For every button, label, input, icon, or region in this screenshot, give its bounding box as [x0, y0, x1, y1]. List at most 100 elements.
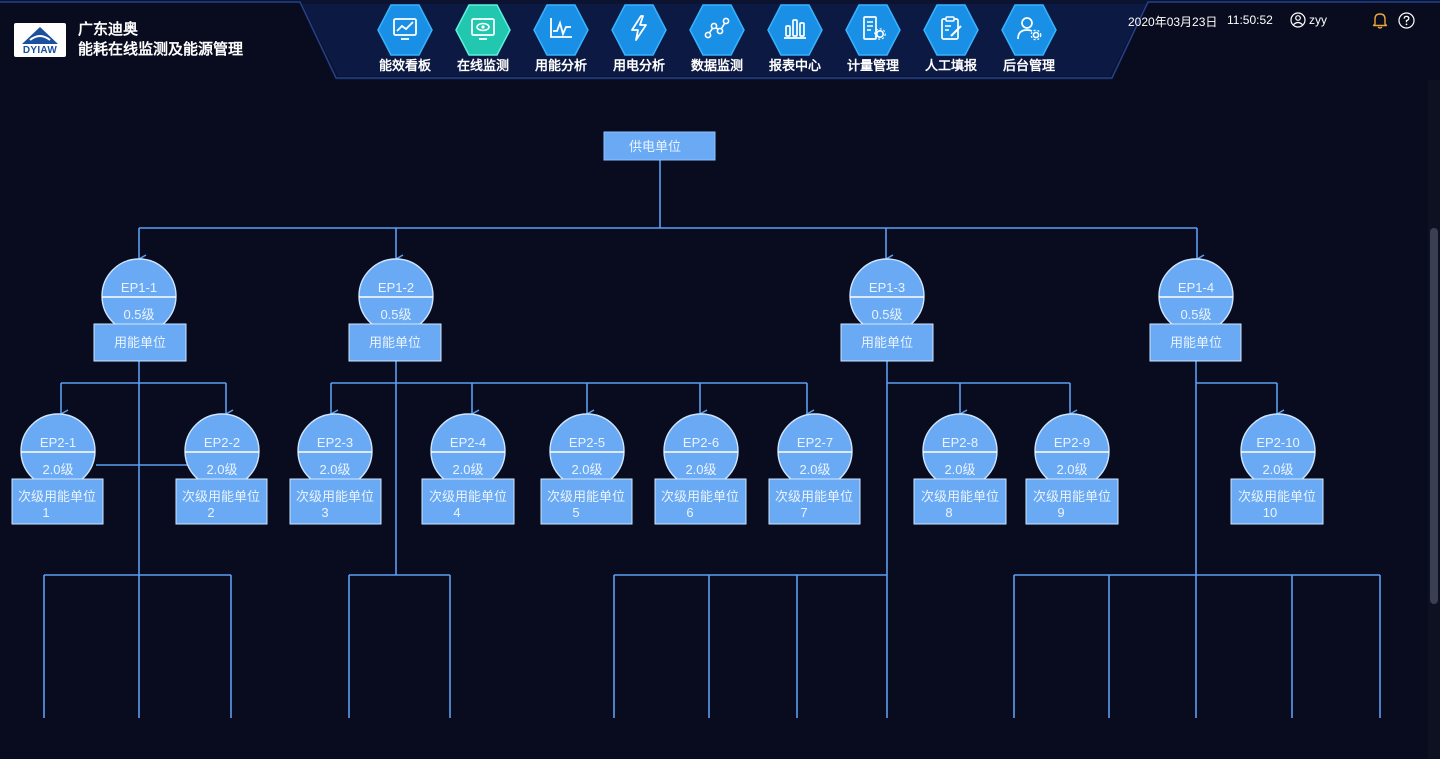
- unit-number: 5: [572, 505, 579, 520]
- nav-hexagon: [377, 4, 433, 56]
- meter-grade: 2.0级: [452, 462, 483, 477]
- meter-id: EP2-9: [1054, 435, 1090, 450]
- meter-grade: 2.0级: [319, 462, 350, 477]
- nav-label: 报表中心: [768, 58, 821, 73]
- meter-grade: 2.0级: [206, 462, 237, 477]
- username[interactable]: zyy: [1309, 13, 1327, 27]
- scatter-line-icon: [704, 17, 730, 39]
- meter-grade: 0.5级: [871, 307, 902, 322]
- bar-chart-icon: [784, 19, 806, 39]
- meter-id: EP2-10: [1256, 435, 1299, 450]
- root-label: 供电单位: [629, 139, 681, 154]
- meter-node-level1[interactable]: EP1-2 0.5级 用能单位: [348, 258, 442, 362]
- unit-label: 次级用能单位: [661, 489, 739, 504]
- meter-node-level2[interactable]: EP2-8 2.0级 次级用能单位 8: [913, 413, 1007, 525]
- meter-id: EP1-4: [1178, 280, 1214, 295]
- meter-grade: 0.5级: [380, 307, 411, 322]
- unit-label: 次级用能单位: [547, 489, 625, 504]
- unit-label: 次级用能单位: [429, 489, 507, 504]
- unit-label: 用能单位: [1170, 335, 1222, 350]
- meter-id: EP2-2: [204, 435, 240, 450]
- unit-number: 7: [800, 505, 807, 520]
- monitor-eye-icon: [471, 18, 495, 40]
- meter-gear-icon: [863, 16, 886, 40]
- top-header: DYIAW 广东迪奥 能耗在线监测及能源管理 能效看板 在线监测 用能分析 用电…: [0, 0, 1440, 80]
- brand-line-2: 能耗在线监测及能源管理: [78, 41, 244, 58]
- meter-node-level2[interactable]: EP2-6 2.0级 次级用能单位 6: [654, 413, 747, 525]
- meter-node-level1[interactable]: EP1-1 0.5级 用能单位: [93, 258, 187, 362]
- nav-hexagon: [611, 4, 667, 56]
- unit-number: 1: [42, 505, 49, 520]
- nav-label: 用电分析: [612, 58, 665, 73]
- unit-label: 次级用能单位: [182, 489, 260, 504]
- unit-label: 用能单位: [861, 335, 913, 350]
- unit-number: 3: [321, 505, 328, 520]
- meter-grade: 2.0级: [42, 462, 73, 477]
- meter-grade: 0.5级: [1180, 307, 1211, 322]
- nav-item-admin-management[interactable]: 后台管理: [990, 2, 1068, 76]
- unit-label: 次级用能单位: [296, 489, 374, 504]
- company-logo: DYIAW: [14, 23, 66, 57]
- scrollbar-thumb[interactable]: [1430, 228, 1438, 604]
- user-gear-icon: [1017, 17, 1042, 41]
- nav-label: 后台管理: [1002, 58, 1055, 73]
- root-node[interactable]: 供电单位: [603, 131, 716, 161]
- user-icon[interactable]: [1290, 12, 1306, 28]
- lightning-icon: [631, 15, 647, 41]
- meter-node-level2[interactable]: EP2-10 2.0级 次级用能单位 10: [1230, 413, 1324, 525]
- meter-node-level1[interactable]: EP1-3 0.5级 用能单位: [840, 258, 934, 362]
- meter-node-level2[interactable]: EP2-5 2.0级 次级用能单位 5: [540, 413, 633, 525]
- meter-node-level2[interactable]: EP2-9 2.0级 次级用能单位 9: [1025, 413, 1119, 525]
- meter-node-level2[interactable]: EP2-7 2.0级 次级用能单位 7: [768, 413, 861, 525]
- meter-grade: 2.0级: [685, 462, 716, 477]
- unit-label: 次级用能单位: [775, 489, 853, 504]
- meter-id: EP2-6: [683, 435, 719, 450]
- pulse-chart-icon: [550, 18, 572, 38]
- brand-line-1: 广东迪奥: [78, 21, 139, 38]
- unit-label: 次级用能单位: [1033, 489, 1111, 504]
- meter-node-level2[interactable]: EP2-3 2.0级 次级用能单位 3: [289, 413, 382, 525]
- connector-lines: [43, 160, 1381, 718]
- meter-id: EP2-1: [40, 435, 76, 450]
- unit-number: 6: [686, 505, 693, 520]
- brand-title: 广东迪奥 能耗在线监测及能源管理: [78, 20, 243, 60]
- meter-node-level2[interactable]: EP2-1 2.0级 次级用能单位 1: [11, 413, 104, 525]
- nav-hexagon: [923, 4, 979, 56]
- meter-node-level2[interactable]: EP2-2 2.0级 次级用能单位 2: [175, 413, 268, 525]
- line-chart-icon: [393, 18, 417, 40]
- help-icon[interactable]: [1398, 12, 1415, 29]
- unit-label: 用能单位: [369, 335, 421, 350]
- current-time: 11:50:52: [1227, 13, 1273, 27]
- unit-number: 4: [453, 505, 460, 520]
- meter-id: EP2-5: [569, 435, 605, 450]
- unit-number: 9: [1057, 505, 1064, 520]
- nav-item-efficiency-board[interactable]: 能效看板: [366, 2, 444, 76]
- meter-grade: 2.0级: [944, 462, 975, 477]
- meter-id: EP2-8: [942, 435, 978, 450]
- nav-item-energy-analysis[interactable]: 用能分析: [522, 2, 600, 76]
- meter-node-level1[interactable]: EP1-4 0.5级 用能单位: [1149, 258, 1242, 362]
- nav-item-report-center[interactable]: 报表中心: [756, 2, 834, 76]
- nav-item-metering-management[interactable]: 计量管理: [834, 2, 912, 76]
- meter-grade: 2.0级: [799, 462, 830, 477]
- meter-node-level2[interactable]: EP2-4 2.0级 次级用能单位 4: [421, 413, 515, 525]
- unit-number: 2: [207, 505, 214, 520]
- unit-label: 用能单位: [114, 335, 166, 350]
- nav-hexagon: [845, 4, 901, 56]
- nav-hexagon: [767, 4, 823, 56]
- meter-id: EP2-7: [797, 435, 833, 450]
- unit-label: 次级用能单位: [1238, 489, 1316, 504]
- nav-item-online-monitor[interactable]: 在线监测: [444, 2, 522, 76]
- meter-id: EP2-4: [450, 435, 486, 450]
- meter-grade: 2.0级: [571, 462, 602, 477]
- nav-item-electricity-analysis[interactable]: 用电分析: [600, 2, 678, 76]
- bell-icon[interactable]: [1371, 11, 1389, 29]
- nav-item-data-monitor[interactable]: 数据监测: [678, 2, 756, 76]
- nav-item-manual-entry[interactable]: 人工填报: [912, 2, 990, 76]
- nav-label: 用能分析: [534, 58, 587, 73]
- meter-id: EP1-2: [378, 280, 414, 295]
- meter-grade: 2.0级: [1262, 462, 1293, 477]
- meter-id: EP2-3: [317, 435, 353, 450]
- unit-label: 次级用能单位: [921, 489, 999, 504]
